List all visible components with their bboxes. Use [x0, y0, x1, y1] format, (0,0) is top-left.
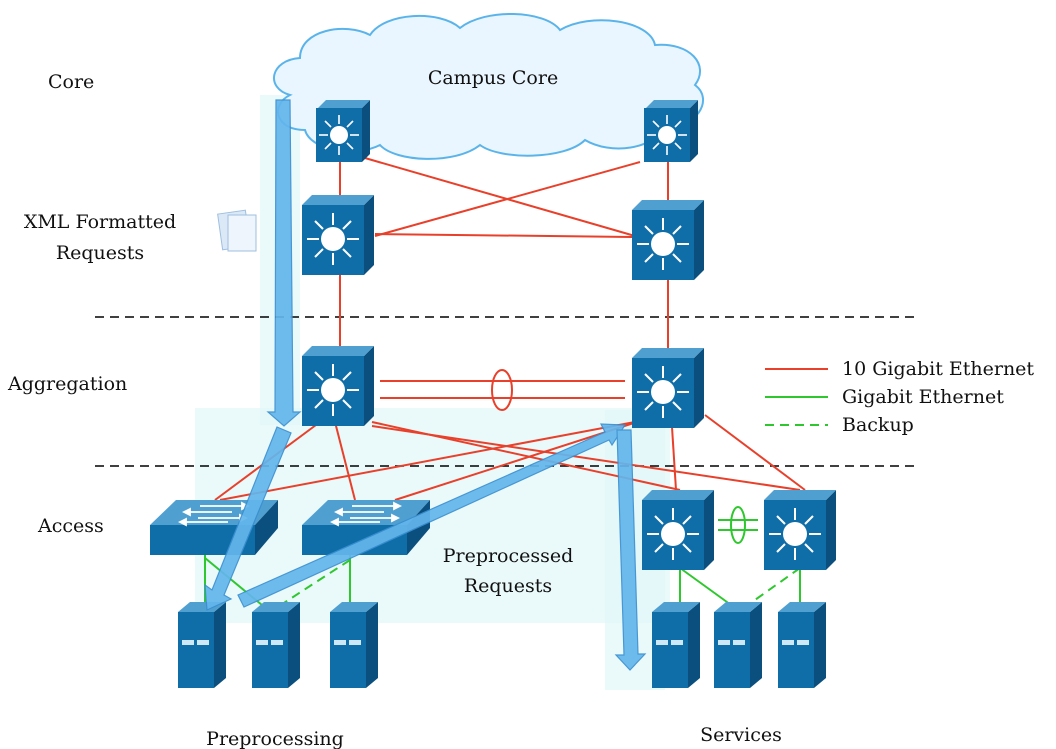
core-label: Core — [48, 71, 94, 93]
core-switch-left — [316, 100, 370, 162]
layer3-switch-icon — [319, 115, 359, 155]
preprocessed-arrow-to-aggregation — [237, 423, 627, 608]
server-tower-icon — [330, 602, 378, 688]
preprocessed-requests-label-line2: Requests — [464, 575, 552, 597]
legend-label-backup: Backup — [842, 414, 914, 436]
aggregation-label: Aggregation — [7, 373, 127, 395]
layer3-switch-icon — [307, 364, 359, 416]
server-tower-icon — [252, 602, 300, 688]
xml-requests-label-line1: XML Formatted — [24, 211, 176, 233]
server-tower-icon — [778, 602, 826, 688]
access-label: Access — [37, 515, 104, 537]
layer3-switch-icon — [769, 508, 821, 560]
document-stack-icon — [217, 209, 257, 252]
highlight-regions — [195, 95, 670, 690]
core-distribution-switch-right — [632, 200, 704, 280]
legend-label-gig: Gigabit Ethernet — [842, 386, 1004, 408]
layer3-switch-icon — [637, 218, 689, 270]
server-tower-icon — [178, 602, 226, 688]
core-switch-right — [644, 100, 698, 162]
layer3-switch-icon — [647, 115, 687, 155]
preprocessing-label: Preprocessing — [206, 728, 344, 749]
arrow-to-services — [614, 429, 647, 671]
server-tower-icon — [714, 602, 762, 688]
layer3-switch-icon — [307, 213, 359, 265]
services-label: Services — [700, 724, 782, 746]
cloud-icon — [273, 12, 705, 160]
xml-requests-label-line2: Requests — [56, 242, 144, 264]
server-tower-icon — [652, 602, 700, 688]
request-arrow-down — [266, 99, 302, 427]
aggregation-switch-right — [632, 348, 704, 428]
layer-separators — [95, 316, 920, 467]
preprocessed-requests-label-line1: Preprocessed — [443, 545, 574, 567]
layer3-switch-icon — [647, 508, 699, 560]
cloud-label: Campus Core — [428, 67, 558, 89]
core-distribution-switch-left — [302, 195, 374, 275]
aggregation-switch-left — [302, 346, 374, 426]
services-access-switch-right — [764, 490, 836, 570]
flow-arrows — [204, 99, 647, 671]
request-arrow-to-preprocessing — [204, 426, 292, 611]
services-access-switch-left — [642, 490, 714, 570]
legend: 10 Gigabit Ethernet Gigabit Ethernet Bac… — [765, 358, 1034, 436]
layer3-switch-icon — [637, 366, 689, 418]
legend-label-ten-gig: 10 Gigabit Ethernet — [842, 358, 1034, 380]
workgroup-switch-icon — [329, 501, 403, 527]
